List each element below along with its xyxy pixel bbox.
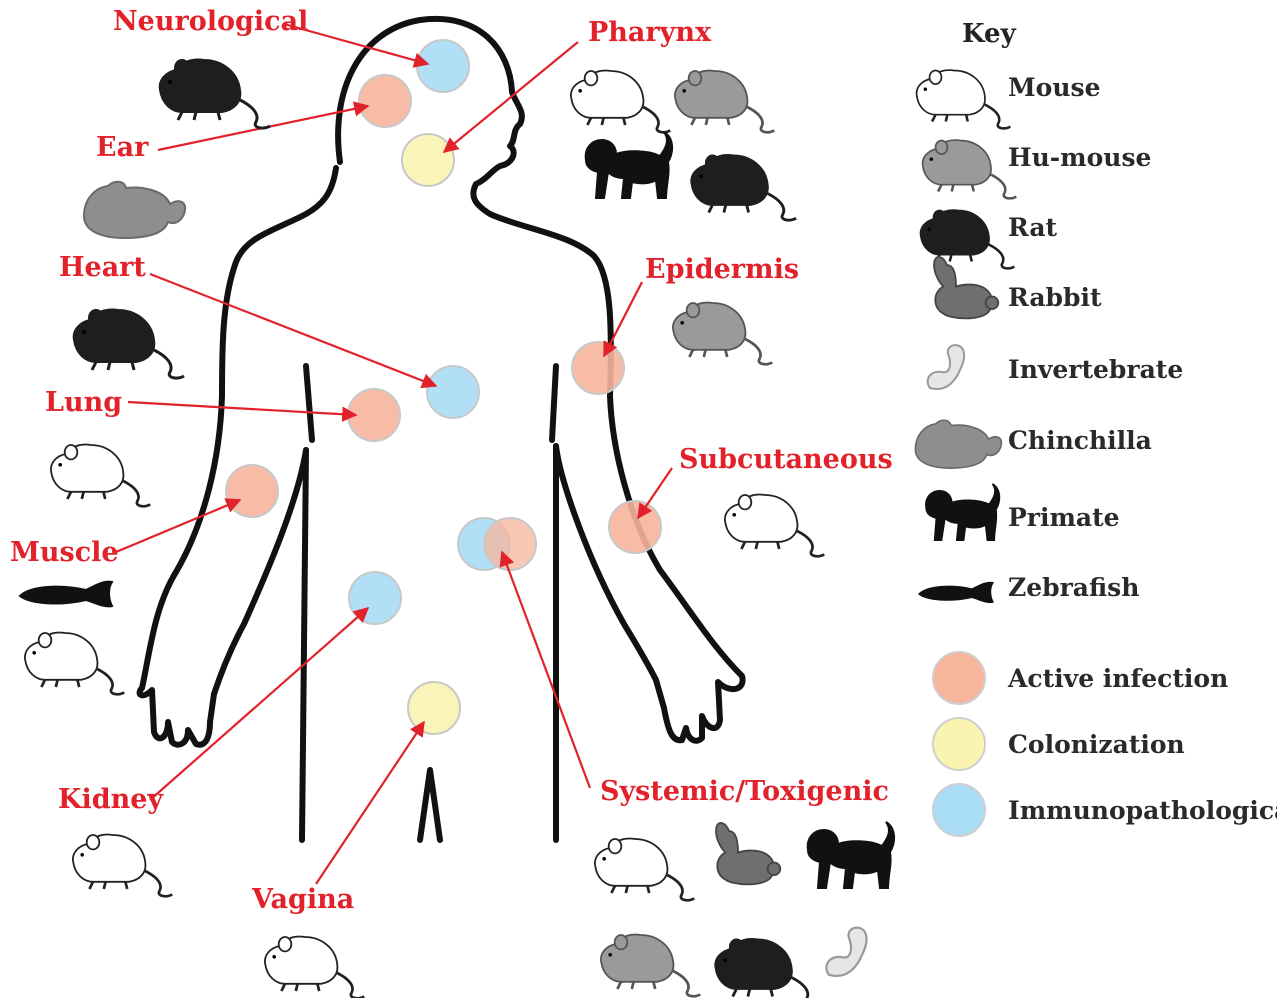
key-invertebrate-label: Invertebrate	[1008, 355, 1183, 384]
lung-arrow	[128, 402, 356, 415]
zebrafish-icon	[20, 582, 112, 607]
epidermis-marker	[572, 342, 624, 394]
muscle-arrow	[116, 500, 240, 552]
key-legend: Key Mouse Hu-mouse Rat Rabbit Invertebra…	[915, 19, 1277, 836]
rat-icon	[691, 155, 796, 220]
label-systemic: Systemic/Toxigenic	[600, 776, 889, 807]
mouse-icon	[571, 71, 670, 133]
key-title: Key	[962, 19, 1017, 49]
mouse-icon	[25, 633, 124, 695]
key-active-label: Active infection	[1007, 664, 1228, 693]
invertebrate-icon	[928, 345, 965, 389]
hu-mouse-icon	[673, 303, 772, 365]
key-chinchilla-label: Chinchilla	[1008, 426, 1152, 455]
mouse-icon	[725, 495, 824, 557]
rat-icon	[74, 309, 184, 378]
mouse-icon	[265, 937, 364, 998]
label-neurological: Neurological	[113, 6, 308, 37]
primate-icon	[586, 132, 672, 198]
key-immuno-label: Immunopathological	[1008, 796, 1277, 825]
mouse-icon	[51, 445, 150, 507]
label-pharynx: Pharynx	[588, 17, 712, 48]
key-immuno-swatch	[933, 784, 985, 836]
label-ear: Ear	[96, 132, 149, 163]
primate-icon	[808, 822, 894, 888]
neurological-marker	[417, 40, 469, 92]
primate-icon	[926, 484, 999, 540]
key-rabbit-label: Rabbit	[1008, 283, 1102, 312]
mouse-icon	[917, 70, 1011, 128]
vagina-arrow	[316, 722, 424, 884]
heart-arrow	[150, 274, 436, 386]
ear-marker	[359, 75, 411, 127]
kidney-marker	[349, 572, 401, 624]
kidney-arrow	[150, 608, 368, 800]
rat-icon	[160, 59, 270, 128]
hu-mouse-icon	[601, 935, 700, 997]
invertebrate-icon	[826, 928, 866, 976]
key-mouse-label: Mouse	[1008, 73, 1101, 102]
key-colonization-label: Colonization	[1008, 730, 1185, 759]
zebrafish-icon	[919, 582, 993, 602]
vagina-marker	[408, 682, 460, 734]
subcutaneous-marker	[609, 501, 661, 553]
chinchilla-icon	[915, 420, 1001, 468]
label-subcutaneous: Subcutaneous	[679, 444, 893, 475]
key-zebrafish-label: Zebrafish	[1008, 573, 1139, 602]
key-rat-label: Rat	[1008, 213, 1058, 242]
label-lung: Lung	[45, 387, 122, 418]
systemic-arrow	[502, 552, 590, 788]
pharynx-marker	[402, 134, 454, 186]
rat-icon	[715, 939, 820, 998]
label-heart: Heart	[59, 252, 146, 283]
site-animal-icons	[20, 59, 894, 998]
muscle-marker	[226, 465, 278, 517]
heart-marker	[427, 366, 479, 418]
label-vagina: Vagina	[251, 884, 354, 915]
mouse-icon	[595, 839, 694, 901]
mouse-icon	[73, 835, 172, 897]
label-epidermis: Epidermis	[645, 254, 799, 285]
label-muscle: Muscle	[10, 537, 119, 568]
rabbit-icon	[934, 257, 998, 318]
rabbit-icon	[716, 823, 780, 884]
key-active-swatch	[933, 652, 985, 704]
hu-mouse-icon	[923, 140, 1017, 198]
hu-mouse-icon	[675, 71, 774, 133]
systemic-active-marker	[484, 518, 536, 570]
chinchilla-icon	[84, 182, 185, 238]
key-hu-mouse-label: Hu-mouse	[1008, 143, 1151, 172]
key-colonization-swatch	[933, 718, 985, 770]
label-kidney: Kidney	[58, 784, 164, 815]
site-labels: Neurological Ear Pharynx Heart Epidermis…	[10, 6, 893, 915]
key-primate-label: Primate	[1008, 503, 1120, 532]
